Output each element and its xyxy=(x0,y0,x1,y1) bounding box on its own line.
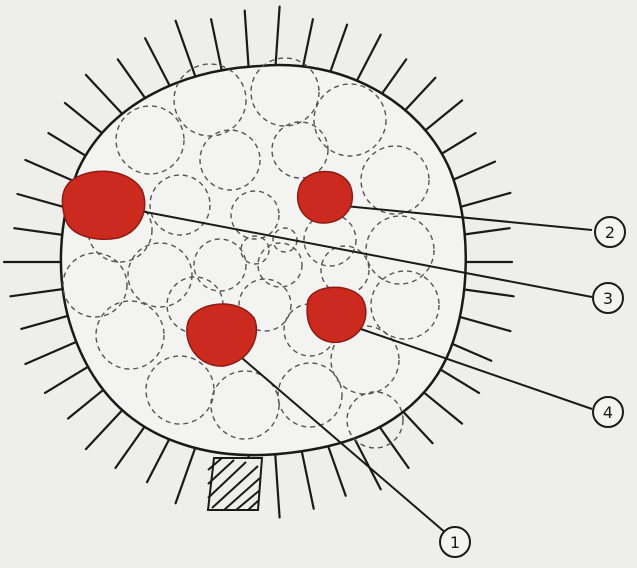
red-body-3 xyxy=(62,171,144,239)
callout-1-text: 1 xyxy=(450,533,460,552)
sphere-outline xyxy=(61,65,466,455)
stalk-block xyxy=(208,458,262,510)
callout-2-text: 2 xyxy=(605,223,615,242)
callout-3-text: 3 xyxy=(603,289,613,308)
callout-4: 4 xyxy=(593,397,623,427)
callout-3: 3 xyxy=(593,283,623,313)
red-body-2 xyxy=(298,171,353,223)
callout-1: 1 xyxy=(440,527,470,557)
callout-2: 2 xyxy=(595,217,625,247)
callout-4-text: 4 xyxy=(603,403,613,422)
red-body-4 xyxy=(307,287,366,342)
